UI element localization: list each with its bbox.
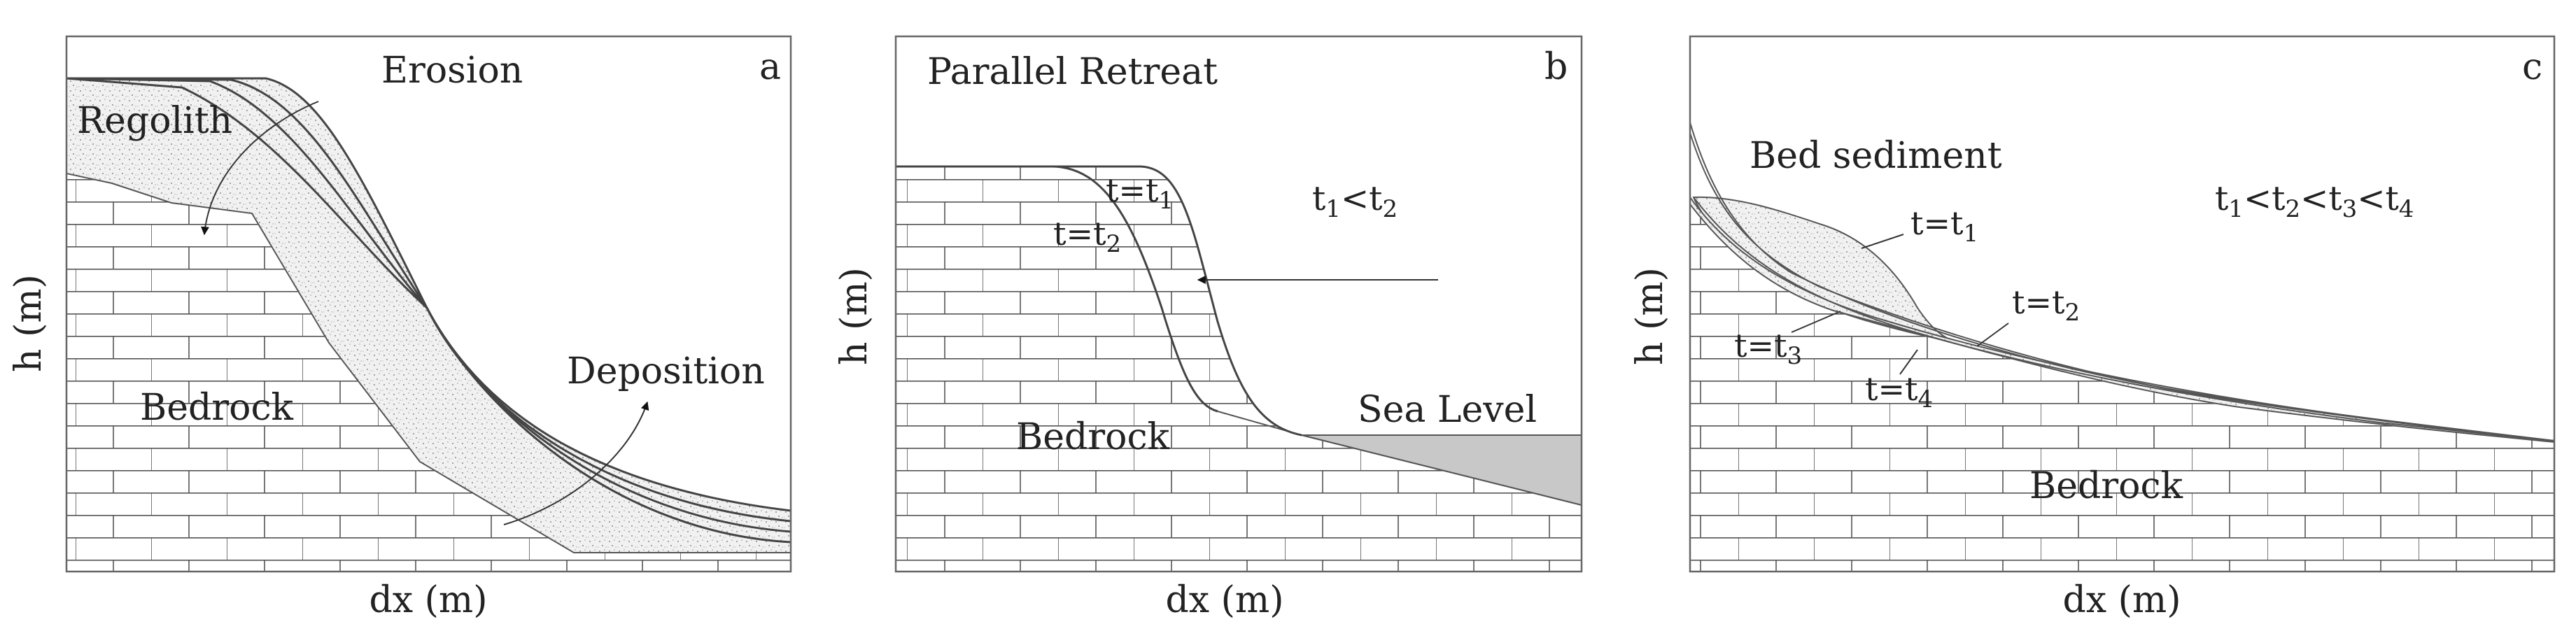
panel-c-frame: [1689, 35, 2556, 573]
sea-level-label: Sea Level: [1358, 389, 1537, 431]
deposition-label: Deposition: [567, 350, 765, 392]
label-t4-c: t=t4: [1865, 370, 1933, 413]
bedrock-a: [66, 173, 791, 572]
label-t2-c: t=t2: [2012, 283, 2080, 327]
label-t1-c: t=t1: [1910, 204, 1978, 248]
panel-c-ylabel: h (m): [1629, 267, 1671, 365]
time-order-c: t1<t2<t3<t4: [2215, 179, 2414, 223]
bedrock-label-c: Bedrock: [2029, 465, 2183, 507]
panel-b-xlabel: dx (m): [1165, 579, 1283, 621]
panel-c-xlabel: dx (m): [2062, 579, 2181, 621]
label-t2-b: t=t2: [1053, 215, 1121, 258]
erosion-label: Erosion: [381, 50, 523, 92]
panel-a-xlabel: dx (m): [369, 579, 487, 621]
panel-c: [1690, 122, 2554, 572]
t3-leader-c: [1791, 311, 1841, 333]
panel-a-frame: [65, 35, 792, 573]
panel-b: [896, 165, 1582, 572]
panel-b-letter: b: [1544, 46, 1568, 88]
bed-sediment-label: Bed sediment: [1750, 135, 2002, 177]
panel-b-ylabel: h (m): [833, 267, 875, 365]
deposition-arrow: [503, 401, 649, 525]
bedrock-label-b: Bedrock: [1016, 416, 1170, 458]
label-t3-c: t=t3: [1734, 327, 1802, 370]
t1-leader-c: [1861, 234, 1904, 249]
t4-leader-c: [1899, 349, 1918, 375]
erosion-arrow: [201, 101, 319, 236]
profile-t4-c: [1693, 197, 2554, 441]
t2-leader-c: [1976, 322, 2009, 347]
bedrock-label-a: Bedrock: [140, 387, 294, 429]
bedrock-c: [1690, 203, 2554, 572]
panel-a: [66, 77, 791, 572]
profile-curve-4: [66, 77, 791, 544]
profile-t2: [1053, 165, 1218, 413]
panel-b-frame: [894, 35, 1583, 573]
label-t1-b: t=t1: [1106, 171, 1174, 215]
parallel-retreat-title: Parallel Retreat: [927, 51, 1218, 93]
bedrock-b: [896, 166, 1582, 572]
regolith-label: Regolith: [77, 100, 232, 142]
panel-a-letter: a: [759, 46, 781, 88]
panel-a-ylabel: h (m): [8, 274, 50, 372]
panel-c-letter: c: [2522, 46, 2542, 88]
profile-t1: [896, 165, 1302, 437]
time-order-b: t1<t2: [1312, 179, 1398, 223]
profile-t3-c: [1690, 132, 2554, 441]
